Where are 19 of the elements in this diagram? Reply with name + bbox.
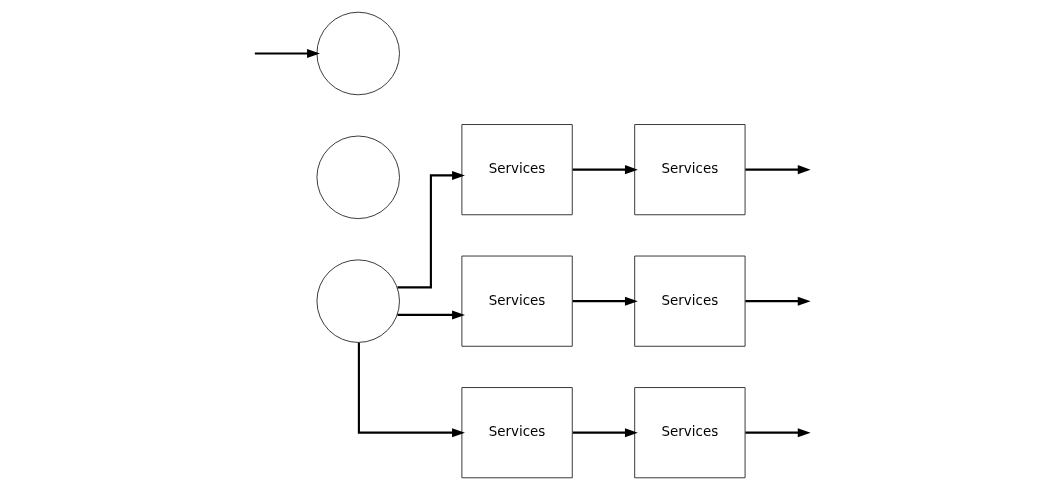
arrow: [744, 296, 811, 306]
arrow: [254, 48, 320, 58]
node-box: Services: [460, 124, 573, 216]
arrow: [744, 428, 811, 438]
arrow: [397, 170, 465, 289]
arrow: [397, 310, 465, 320]
node-circle: [315, 259, 400, 343]
node-box: Services: [633, 255, 746, 347]
node-circle: [315, 11, 400, 96]
node-circle: [315, 135, 400, 220]
node-box: Services: [633, 387, 746, 479]
node-box: Services: [633, 124, 746, 216]
arrow: [572, 296, 638, 306]
node-box: Services: [460, 255, 573, 347]
arrow: [572, 428, 638, 438]
node-box: Services: [460, 387, 573, 479]
arrow: [357, 342, 465, 438]
arrow: [572, 165, 638, 175]
arrow: [744, 165, 811, 175]
